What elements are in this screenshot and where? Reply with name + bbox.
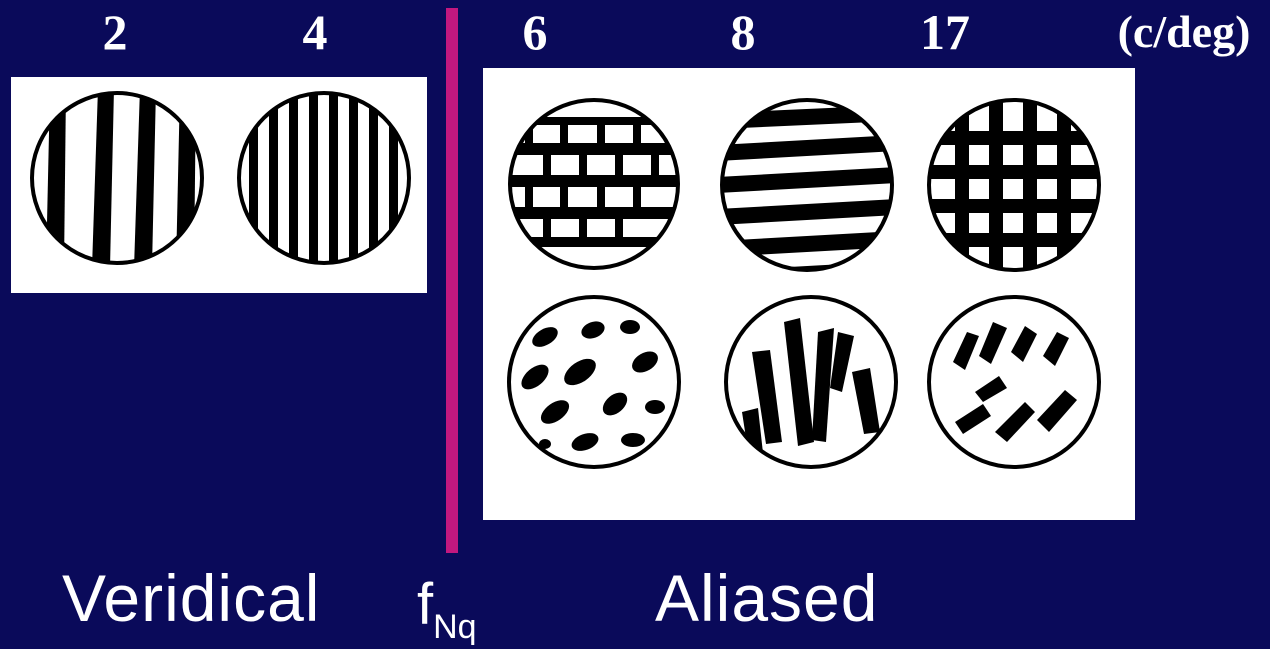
aliased-17cdeg-pattern-b [925, 292, 1103, 472]
veridical-label: Veridical [62, 558, 320, 638]
unit-label: (c/deg) [1098, 2, 1270, 62]
aliased-8cdeg-pattern-a [718, 95, 896, 275]
freq-label-8: 8 [718, 2, 768, 62]
nyquist-label-sub: Nq [433, 608, 476, 646]
nyquist-label: fNq [417, 570, 477, 648]
aliased-8cdeg-pattern-b [722, 292, 900, 472]
freq-label-2: 2 [90, 2, 140, 62]
nyquist-label-main: f [417, 572, 433, 637]
aliased-label: Aliased [655, 558, 878, 638]
grating-4cdeg [235, 88, 413, 268]
aliased-6cdeg-pattern-a [505, 95, 683, 273]
aliased-6cdeg-pattern-b [505, 292, 683, 472]
freq-label-17: 17 [905, 2, 985, 62]
freq-label-6: 6 [510, 2, 560, 62]
freq-label-4: 4 [290, 2, 340, 62]
aliased-17cdeg-pattern-a [925, 95, 1103, 275]
nyquist-divider [446, 8, 458, 553]
grating-2cdeg [28, 88, 206, 268]
